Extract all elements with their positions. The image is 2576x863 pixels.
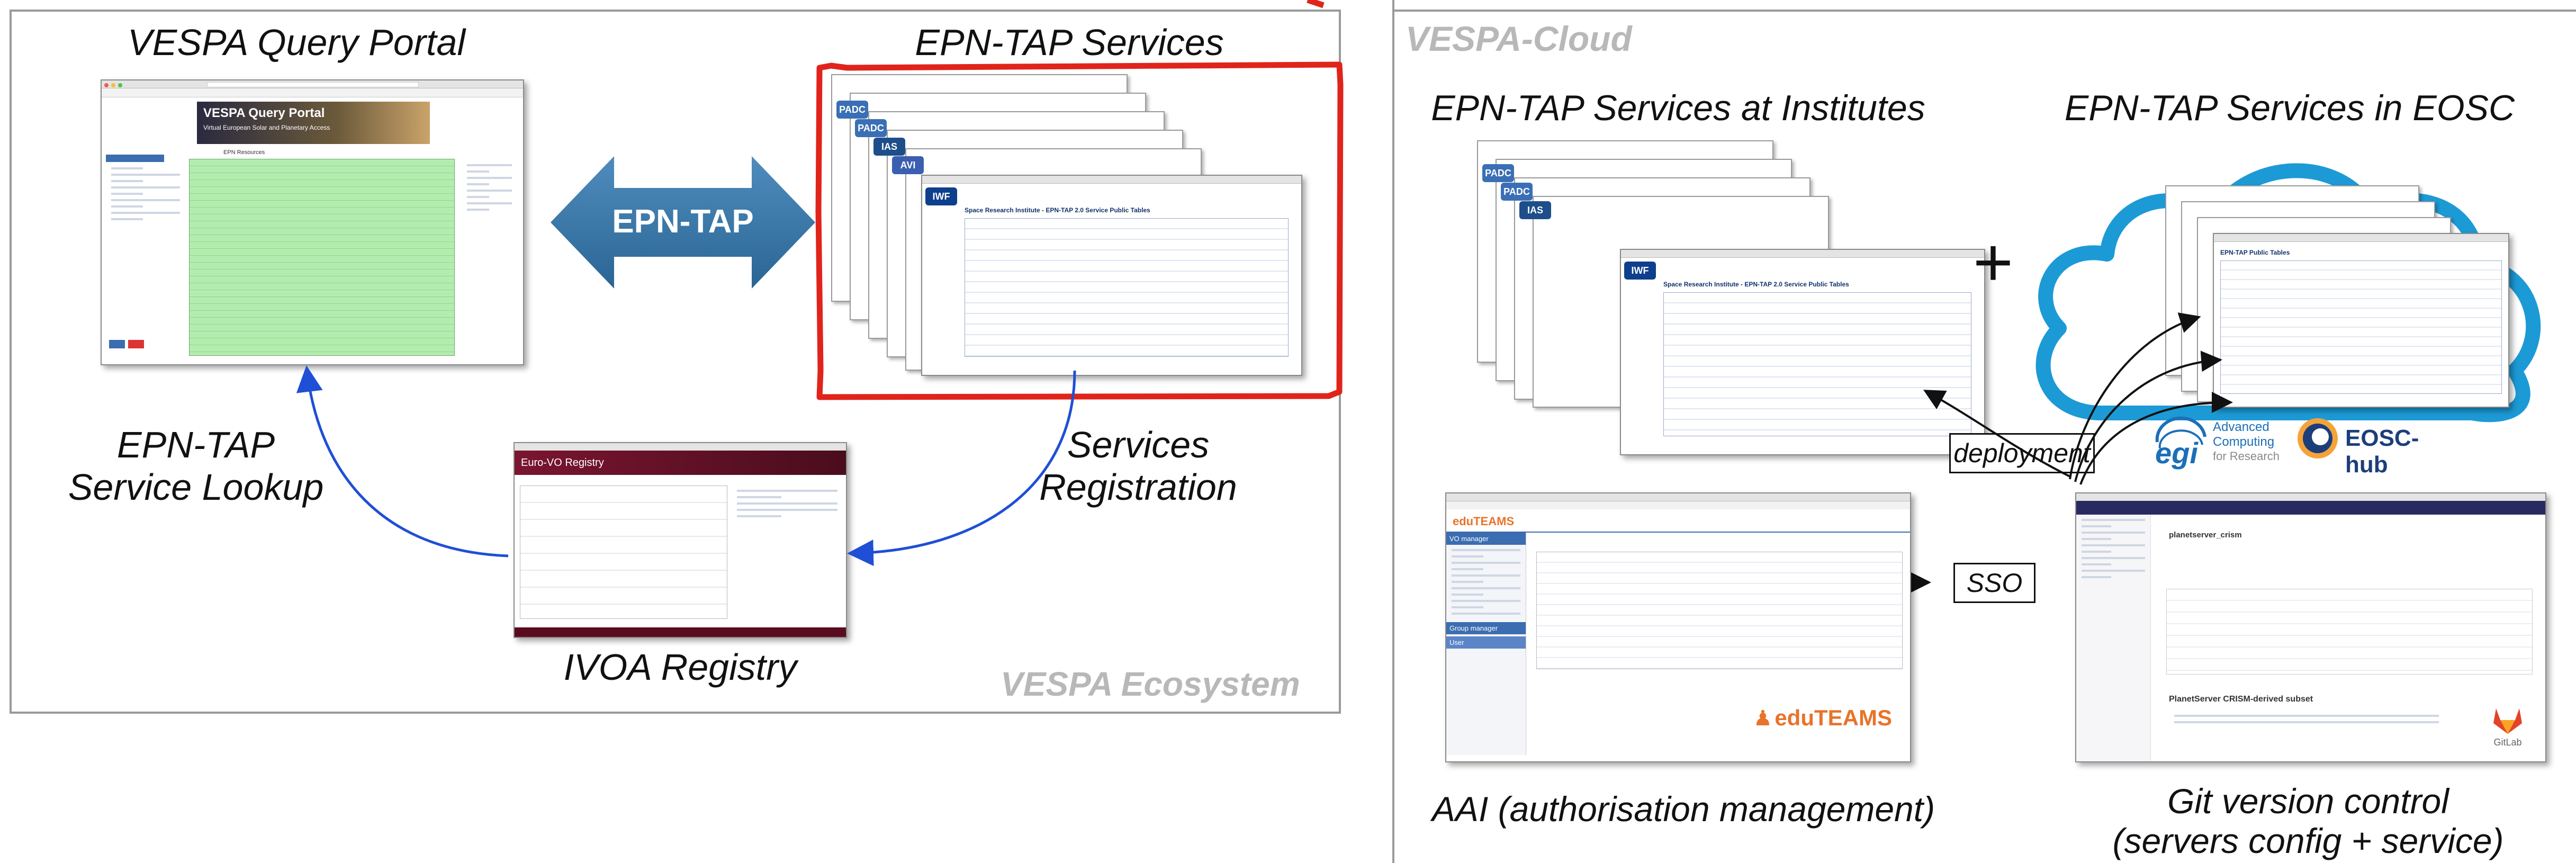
ivoa-registry-title: IVOA Registry [563, 646, 797, 688]
git-caption-line1: Git version control [2167, 781, 2449, 821]
eosc-hub-logo-mark [2298, 418, 2338, 459]
vespa-cloud-top-line [1392, 10, 2576, 12]
egi-label: egi [2155, 436, 2198, 470]
institute-page-title: Space Research Institute - EPN-TAP 2.0 S… [1663, 281, 1849, 288]
eosc-hub-label: EOSC-hub [2345, 425, 2419, 478]
epn-tap-arrow-label: EPN-TAP [612, 203, 754, 240]
institutes-title: EPN-TAP Services at Institutes [1431, 88, 1925, 128]
aai-caption: AAI (authorisation management) [1431, 789, 1935, 829]
service-lookup-line1: EPN-TAP [116, 424, 275, 465]
vespa-cloud-title: VESPA-Cloud [1406, 19, 1632, 58]
egi-text-line2: Computing [2213, 435, 2275, 449]
portal-section-label: EPN Resources [223, 149, 265, 156]
eduteams-app-title: VO manager [1446, 533, 1526, 545]
left-connector-arrows [296, 365, 1076, 567]
registry-header-title: Euro-VO Registry [521, 457, 604, 469]
institute-iwf-badge: IWF [1624, 262, 1656, 280]
services-front-window: IWF Space Research Institute - EPN-TAP 2… [921, 175, 1302, 376]
institute-front-window: IWF Space Research Institute - EPN-TAP 2… [1620, 249, 1985, 455]
gitlab-logo: GitLab [2484, 705, 2532, 748]
eosc-front-window: EPN-TAP Public Tables [2213, 233, 2509, 408]
portal-banner: VESPA Query Portal Virtual European Sola… [197, 102, 430, 144]
git-caption-line2: (servers config + service) [2112, 821, 2504, 860]
portal-window-title: VESPA Query Portal [203, 106, 325, 120]
portal-results-table [189, 159, 455, 356]
services-page-title: Space Research Institute - EPN-TAP 2.0 S… [965, 206, 1150, 214]
epn-tap-double-arrow [551, 156, 815, 289]
egi-text-line3: for Research [2213, 450, 2280, 463]
ivoa-registry-screenshot: Euro-VO Registry [514, 442, 847, 638]
gitlab-repo-name: planetserver_crism [2169, 531, 2242, 540]
service-lookup-line2: Service Lookup [68, 466, 324, 508]
portal-banner-subtitle: Virtual European Solar and Planetary Acc… [203, 124, 330, 131]
avi-badge: AVI [892, 156, 924, 174]
gitlab-logo-text: GitLab [2493, 737, 2522, 748]
services-registration-line1: Services [1067, 424, 1210, 465]
institute-padc-badge-1: PADC [1482, 164, 1514, 182]
eduteams-logo-text: eduTEAMS [1775, 705, 1892, 730]
eduteams-header-brand: eduTEAMS [1453, 515, 1515, 528]
padc-badge-2: PADC [855, 119, 887, 137]
egi-logo: egi Advanced Computing for Research [2152, 416, 2295, 470]
padc-badge-1: PADC [836, 101, 868, 119]
eduteams-people-icon: ♟ [1753, 707, 1772, 730]
query-portal-title: VESPA Query Portal [127, 22, 466, 63]
eosc-hub-logo: EOSC-hub [2295, 416, 2454, 478]
gitlab-fox-icon [2493, 708, 2522, 734]
institute-padc-badge-2: PADC [1501, 183, 1533, 201]
red-highlight-frame [815, 0, 1344, 400]
vespa-cloud-divider [1392, 0, 1394, 863]
eduteams-user: User [1446, 636, 1526, 649]
deployment-label: deployment [1949, 433, 2095, 473]
iwf-badge: IWF [925, 187, 957, 205]
gitlab-readme-title: PlanetServer CRISM-derived subset [2169, 695, 2313, 704]
sso-label: SSO [1953, 563, 2035, 603]
eduteams-screenshot: eduTEAMS VO manager Group manager User ♟… [1445, 492, 1911, 762]
plus-sign: + [1973, 223, 2013, 301]
eduteams-group-manager: Group manager [1446, 622, 1526, 634]
ias-badge: IAS [873, 138, 905, 156]
services-registration-line2: Registration [1039, 466, 1237, 508]
epn-tap-services-title: EPN-TAP Services [915, 22, 1224, 63]
eosc-page-title: EPN-TAP Public Tables [2220, 249, 2290, 256]
egi-text-line1: Advanced [2213, 420, 2269, 434]
egi-logo-mark [2155, 416, 2206, 449]
query-portal-screenshot: VESPA Query Portal Virtual European Sola… [101, 79, 524, 365]
gitlab-screenshot: planetserver_crism PlanetServer CRISM-de… [2075, 492, 2546, 762]
eosc-title: EPN-TAP Services in EOSC [2064, 88, 2515, 128]
vespa-ecosystem-label: VESPA Ecosystem [1001, 665, 1300, 703]
registry-header: Euro-VO Registry [515, 451, 846, 475]
eduteams-logo: ♟ eduTEAMS [1753, 705, 1892, 731]
institute-ias-badge: IAS [1519, 201, 1551, 219]
